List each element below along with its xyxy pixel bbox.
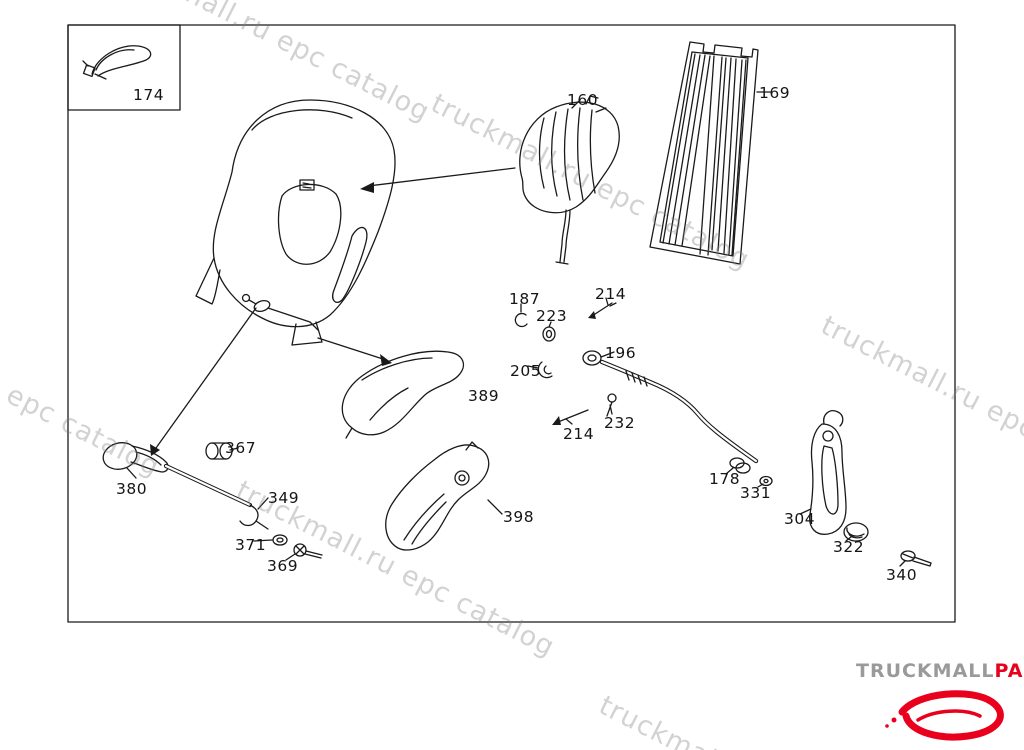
part-label-187: 187 <box>509 290 541 308</box>
pin-214-bottom-drawing <box>552 409 589 425</box>
grommet-223-drawing <box>542 321 556 342</box>
leader-line <box>571 91 771 109</box>
lever-304-drawing <box>799 410 847 535</box>
screw-369-drawing <box>285 543 323 561</box>
part-label-304: 304 <box>784 510 816 528</box>
part-label-223: 223 <box>536 307 568 325</box>
part-label-367: 367 <box>225 439 257 457</box>
seat-pad-drawing <box>519 95 620 265</box>
diagram-border <box>67 24 956 623</box>
part-label-174: 174 <box>133 86 165 104</box>
leader-line <box>155 307 257 449</box>
part-label-389: 389 <box>468 387 500 405</box>
part-label-369: 369 <box>267 557 299 575</box>
part-label-214b: 214 <box>563 425 595 443</box>
clamp-205-drawing <box>527 361 553 379</box>
logo-text-gray: TRUCKMALL <box>856 660 995 682</box>
arrowhead <box>380 354 392 366</box>
part-label-214a: 214 <box>595 285 627 303</box>
part-label-322: 322 <box>833 538 865 556</box>
part-label-331: 331 <box>740 484 772 502</box>
leader-line <box>367 167 516 187</box>
part-label-380: 380 <box>116 480 148 498</box>
bracket-398-drawing <box>385 441 503 551</box>
logo-text-red: PARTS <box>994 660 1024 682</box>
linkage-rod-drawing <box>599 359 759 464</box>
part-label-398: 398 <box>503 508 535 526</box>
pin-232-drawing <box>606 393 617 417</box>
part-label-232: 232 <box>604 414 636 432</box>
part-label-340: 340 <box>886 566 918 584</box>
part-label-205: 205 <box>510 362 542 380</box>
nut-371-drawing <box>253 534 288 546</box>
part-label-196: 196 <box>605 344 637 362</box>
washer-331-drawing <box>757 475 773 488</box>
sleeve-367-drawing <box>205 442 239 460</box>
screw-340-drawing <box>899 550 932 567</box>
cable-tie-drawing <box>82 45 152 80</box>
frame-panel-drawing <box>649 41 759 265</box>
nut-178-drawing <box>725 457 751 475</box>
part-label-178: 178 <box>709 470 741 488</box>
part-label-169: 169 <box>759 84 791 102</box>
clamp-196-drawing <box>582 350 615 366</box>
part-label-160: 160 <box>567 91 599 109</box>
cap-322-drawing <box>843 522 869 542</box>
backrest-cushion-drawing <box>195 99 396 346</box>
pin-214-top-drawing <box>588 297 617 319</box>
arrowhead <box>360 182 374 193</box>
site-logo: TRUCKMALLPARTS <box>856 660 1024 682</box>
logo-swirl-icon <box>885 690 1004 741</box>
cover-389-drawing <box>341 350 465 439</box>
handle-380-drawing <box>102 442 269 530</box>
part-label-349: 349 <box>268 489 300 507</box>
clip-187-drawing <box>514 303 528 328</box>
part-label-371: 371 <box>235 536 267 554</box>
leader-line <box>317 337 387 361</box>
inset-box <box>67 24 181 111</box>
